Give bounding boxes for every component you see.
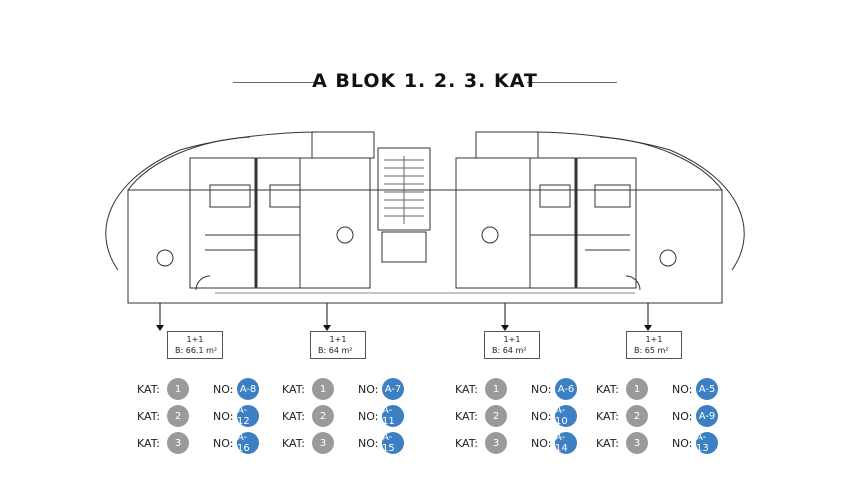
unit-area: B: 64 m² [318, 346, 353, 355]
floor-badge: 2 [485, 405, 507, 427]
floor-badge: 3 [485, 432, 507, 454]
unit-info-2: 1+1 B: 64 m² [310, 331, 366, 359]
apartment-row: KAT: 1 NO: A-7 [282, 377, 404, 401]
floor-label: KAT: [596, 436, 619, 450]
apartment-row: KAT: 2 NO: A-12 [137, 404, 259, 428]
floor-label: KAT: [455, 382, 478, 396]
floor-label: KAT: [137, 382, 160, 396]
title-bar: A BLOK 1. 2. 3. KAT [0, 66, 850, 100]
floor-label: KAT: [282, 382, 305, 396]
apartment-number-badge: A-7 [382, 378, 404, 400]
floor-label: KAT: [596, 409, 619, 423]
unit-type: 1+1 [503, 335, 521, 344]
apartment-number-badge: A-13 [696, 432, 718, 454]
apartment-number-badge: A-8 [237, 378, 259, 400]
apartment-row: KAT: 2 NO: A-10 [455, 404, 577, 428]
apartment-number-badge: A-10 [555, 405, 577, 427]
unit-info-1: 1+1 B: 66.1 m² [167, 331, 223, 359]
apartment-row: KAT: 2 NO: A-11 [282, 404, 404, 428]
floor-badge: 2 [312, 405, 334, 427]
number-label: NO: [531, 382, 552, 396]
number-label: NO: [358, 382, 379, 396]
floor-label: KAT: [282, 409, 305, 423]
number-label: NO: [213, 409, 234, 423]
apartment-number-badge: A-15 [382, 432, 404, 454]
unit-type: 1+1 [186, 335, 204, 344]
floor-label: KAT: [455, 409, 478, 423]
floor-label: KAT: [137, 436, 160, 450]
apartment-row: KAT: 3 NO: A-16 [137, 431, 259, 455]
number-label: NO: [672, 382, 693, 396]
floor-badge: 1 [312, 378, 334, 400]
number-label: NO: [531, 409, 552, 423]
unit-info-4: 1+1 B: 65 m² [626, 331, 682, 359]
number-label: NO: [531, 436, 552, 450]
unit-type: 1+1 [645, 335, 663, 344]
apartment-row: KAT: 2 NO: A-9 [596, 404, 718, 428]
number-label: NO: [358, 436, 379, 450]
floor-label: KAT: [137, 409, 160, 423]
floor-badge: 1 [167, 378, 189, 400]
floor-label: KAT: [282, 436, 305, 450]
floor-badge: 2 [626, 405, 648, 427]
floor-badge: 3 [167, 432, 189, 454]
apartment-number-badge: A-16 [237, 432, 259, 454]
floor-label: KAT: [596, 382, 619, 396]
number-label: NO: [213, 382, 234, 396]
apartment-row: KAT: 1 NO: A-6 [455, 377, 577, 401]
apartment-number-badge: A-6 [555, 378, 577, 400]
floor-badge: 1 [485, 378, 507, 400]
title-rule-left [233, 82, 323, 83]
apartment-number-badge: A-9 [696, 405, 718, 427]
apartment-row: KAT: 3 NO: A-15 [282, 431, 404, 455]
floor-label: KAT: [455, 436, 478, 450]
number-label: NO: [672, 436, 693, 450]
floor-badge: 1 [626, 378, 648, 400]
floor-badge: 3 [626, 432, 648, 454]
unit-area: B: 64 m² [492, 346, 527, 355]
apartment-number-badge: A-5 [696, 378, 718, 400]
unit-info-3: 1+1 B: 64 m² [484, 331, 540, 359]
page-title: A BLOK 1. 2. 3. KAT [312, 70, 538, 92]
apartment-number-badge: A-14 [555, 432, 577, 454]
unit-type: 1+1 [329, 335, 347, 344]
apartment-number-badge: A-12 [237, 405, 259, 427]
unit-area: B: 66.1 m² [175, 346, 218, 355]
number-label: NO: [358, 409, 379, 423]
number-label: NO: [672, 409, 693, 423]
unit-area: B: 65 m² [634, 346, 669, 355]
title-rule-right [527, 82, 617, 83]
apartment-row: KAT: 3 NO: A-14 [455, 431, 577, 455]
apartment-row: KAT: 1 NO: A-5 [596, 377, 718, 401]
floor-badge: 2 [167, 405, 189, 427]
apartment-row: KAT: 3 NO: A-13 [596, 431, 718, 455]
apartment-row: KAT: 1 NO: A-8 [137, 377, 259, 401]
number-label: NO: [213, 436, 234, 450]
floor-badge: 3 [312, 432, 334, 454]
apartment-number-badge: A-11 [382, 405, 404, 427]
